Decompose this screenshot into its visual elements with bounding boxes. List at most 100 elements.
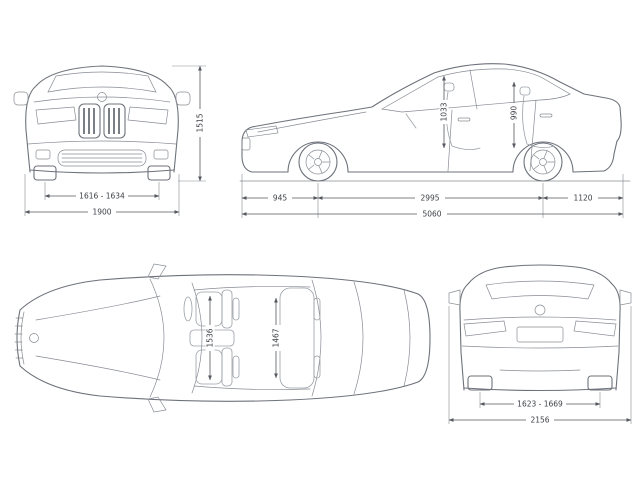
dim-rear-width-label: 2156 [530,416,549,425]
front-view-dimensions: 1515 1616 - 1634 1900 [24,65,206,217]
steering-column [405,113,417,129]
rear-view-drawing [448,264,632,392]
rear-left-taillight [463,320,507,337]
hood-crease-top [35,295,161,321]
left-headlight [35,106,77,125]
left-mirror [13,91,29,106]
driver-seat-cushion [195,291,223,327]
front-bumper-bottom [29,169,175,174]
side-body-outline [241,63,622,173]
roof-rail-top [193,286,311,291]
side-glasshouse [380,68,571,113]
right-headlight [127,106,169,125]
roof-rail-bottom [193,385,311,390]
front-headrest-side [443,82,455,92]
rear-door-line [529,99,537,172]
driver-headrest [232,297,240,321]
grille-left-kidney [78,103,101,139]
brand-roundel-icon [97,92,107,102]
front-bumper-crease [27,140,177,145]
rear-mirror-left [448,289,461,306]
dim-front-width-label: 1900 [92,208,111,217]
rear-roundel-icon [534,304,546,316]
rear-bench [279,287,315,389]
side-front-tire [298,142,338,182]
rear-headrest-right [313,355,321,379]
trunk-line [463,316,617,321]
windshield-base-arc [149,278,165,398]
front-door-handle [457,117,471,122]
side-rear-hub [539,158,547,166]
dim-headroom-rear: 990 [509,103,519,123]
front-left-tire [33,165,57,181]
dim-length-label: 5060 [422,210,441,219]
grille-slats [83,108,120,134]
right-mirror [175,91,191,106]
dim-front-height: 1515 [195,109,205,137]
dim-interior-front-label: 1536 [206,328,215,347]
rear-mirror-right [619,289,632,306]
dim-front-overhang-label: 945 [273,194,288,203]
dim-front-track-label: 1616 - 1634 [79,192,125,201]
dim-rear-track-label: 1623 - 1669 [517,400,563,409]
side-grille [241,137,251,151]
passenger-seat-cushion [195,349,223,385]
driver-seat-back [221,289,233,329]
front-right-tire [147,165,171,181]
rear-door-handle [539,113,553,118]
rear-body-outline [459,264,621,391]
dim-wheelbase-label: 2995 [420,194,439,203]
grille-right-kidney [103,103,126,139]
top-roundel-icon [29,333,39,343]
top-body-outline [16,274,431,402]
passenger-seat-back [221,347,233,387]
license-plate [516,326,564,343]
dim-headroom-front: 1033 [439,100,449,124]
side-view-dimensions: 1033 990 945 2995 1120 5060 [241,75,624,219]
rear-diffuser [499,369,581,372]
rear-right-tire [587,375,613,391]
b-pillar [469,69,478,110]
passenger-headrest [232,355,240,379]
top-mirror-right [147,396,167,413]
dim-front-height-label: 1515 [196,113,205,132]
rear-headrest-left [313,297,321,321]
top-mirror-left [147,263,167,280]
rear-bumper-crease [461,345,619,349]
hood-cut-line [257,111,367,133]
steering-wheel-top [183,296,193,322]
rear-headrest-side [519,86,531,96]
top-view-drawing [14,263,431,413]
dim-headroom-front-label: 1033 [440,102,449,121]
front-grille-arc [20,311,25,365]
rear-window-top-arc [311,279,322,397]
front-wheel-spokes [308,150,330,174]
side-rocker-line [251,141,605,173]
front-hood-line [33,96,171,103]
side-rear-tire [523,142,563,182]
rear-view-dimensions: 1623 - 1669 2156 [448,306,632,425]
rear-wheel-spokes [533,150,555,174]
front-view-drawing [13,65,191,181]
side-front-rim [305,149,331,175]
side-front-hub [314,158,322,166]
windshield-top-arc [191,282,203,394]
dim-interior-front: 1536 [205,325,215,351]
dim-headroom-rear-label: 990 [510,106,519,121]
intake-slats [61,153,143,163]
rear-bumper-bottom [463,387,617,392]
side-headlight [245,125,279,138]
dim-interior-rear: 1467 [271,325,281,351]
front-body-outline [25,65,179,173]
trunk-edge-arc [403,289,411,387]
hood-crease-bottom [35,355,161,381]
left-fog-scoop [35,149,51,160]
top-view-dimensions: 1536 1467 [205,295,281,381]
side-view-drawing [239,63,631,182]
front-windshield [47,71,157,93]
rear-left-tire [467,375,493,391]
dim-rear-overhang-label: 1120 [573,194,592,203]
dim-interior-rear-label: 1467 [272,328,281,347]
